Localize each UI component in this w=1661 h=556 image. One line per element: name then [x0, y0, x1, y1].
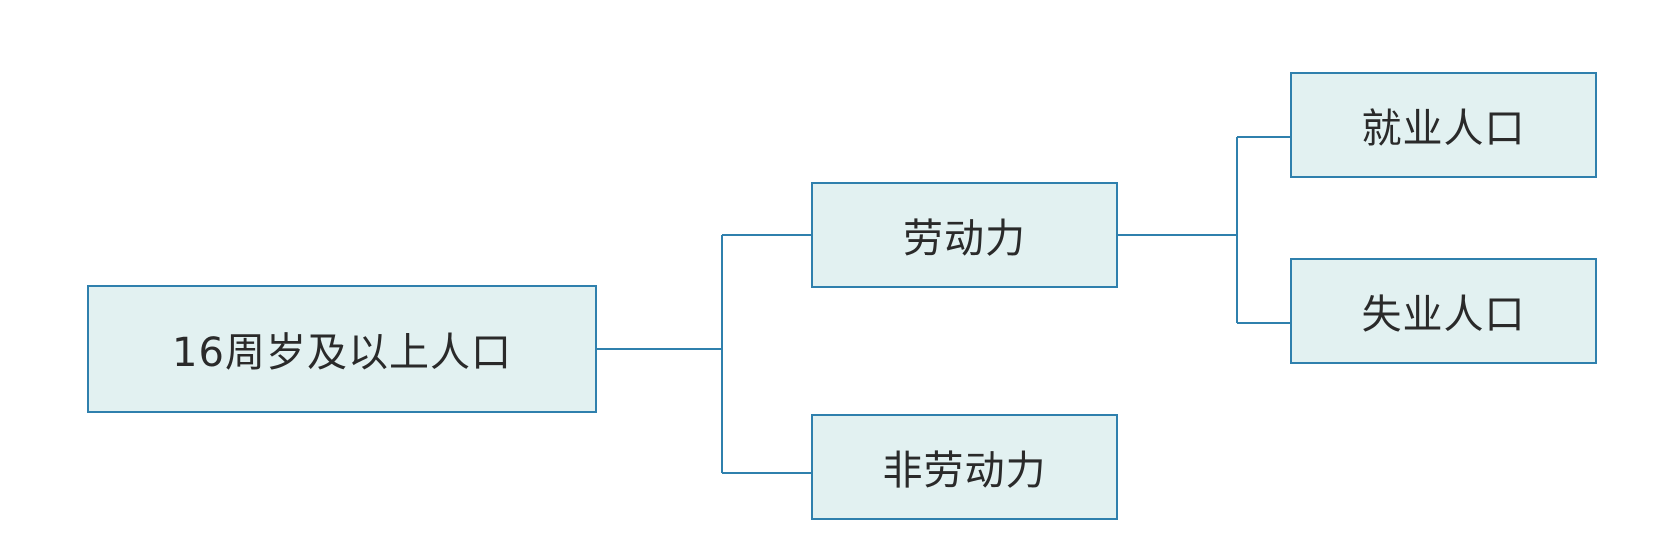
node-population-16-plus: 16周岁及以上人口: [87, 285, 597, 413]
node-unemployed-population: 失业人口: [1290, 258, 1597, 364]
node-labor-force: 劳动力: [811, 182, 1118, 288]
node-non-labor-force: 非劳动力: [811, 414, 1118, 520]
node-label: 劳动力: [903, 216, 1026, 262]
node-label: 16周岁及以上人口: [172, 330, 512, 376]
node-employed-population: 就业人口: [1290, 72, 1597, 178]
node-label: 失业人口: [1361, 292, 1526, 338]
node-label: 非劳动力: [882, 448, 1047, 494]
node-label: 就业人口: [1361, 106, 1526, 152]
